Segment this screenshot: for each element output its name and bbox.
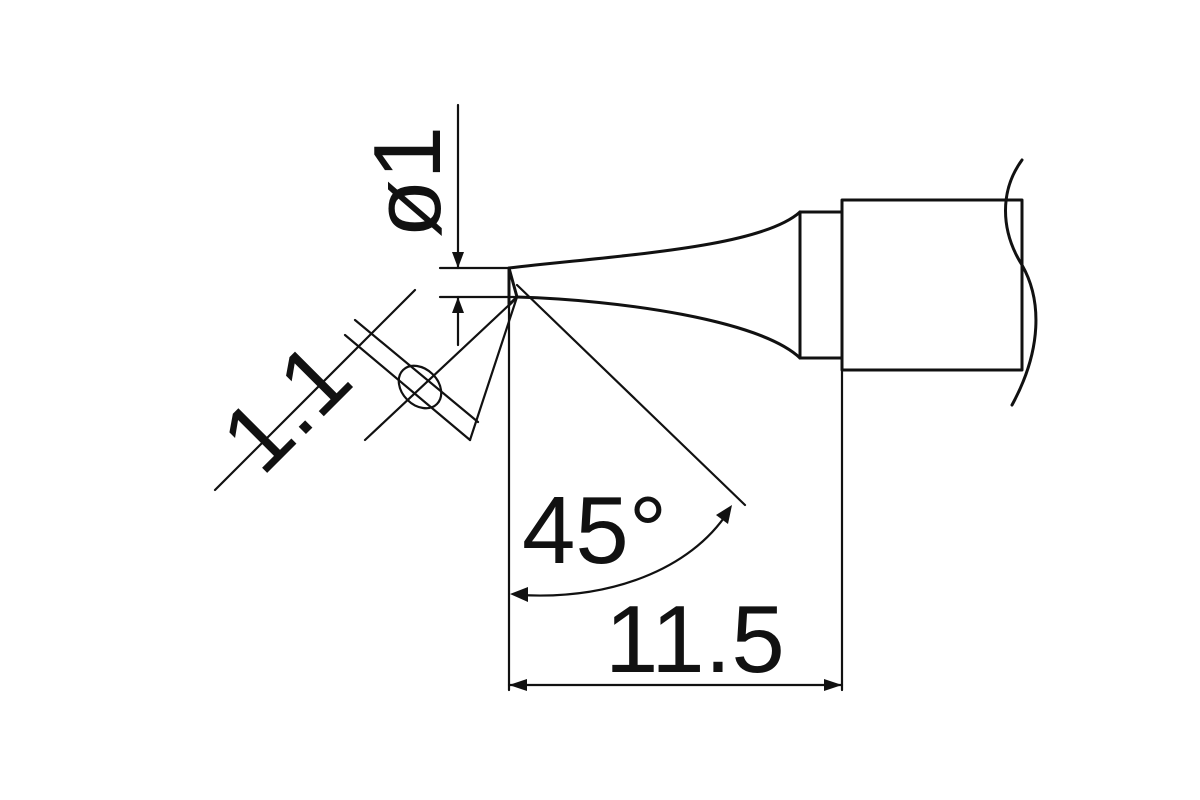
length-label: 11.5 [605,586,785,693]
diameter-dimension: ø1 [354,103,519,347]
diameter-label: ø1 [354,126,461,238]
tip-outline [507,158,1038,407]
bevel-width-label: 1.1 [201,323,371,493]
length-dimension: 11.5 [507,368,844,693]
angle-dimension: 45° [507,283,747,692]
angle-label: 45° [522,477,667,584]
bevel-width-dimension: 1.1 [201,288,519,493]
